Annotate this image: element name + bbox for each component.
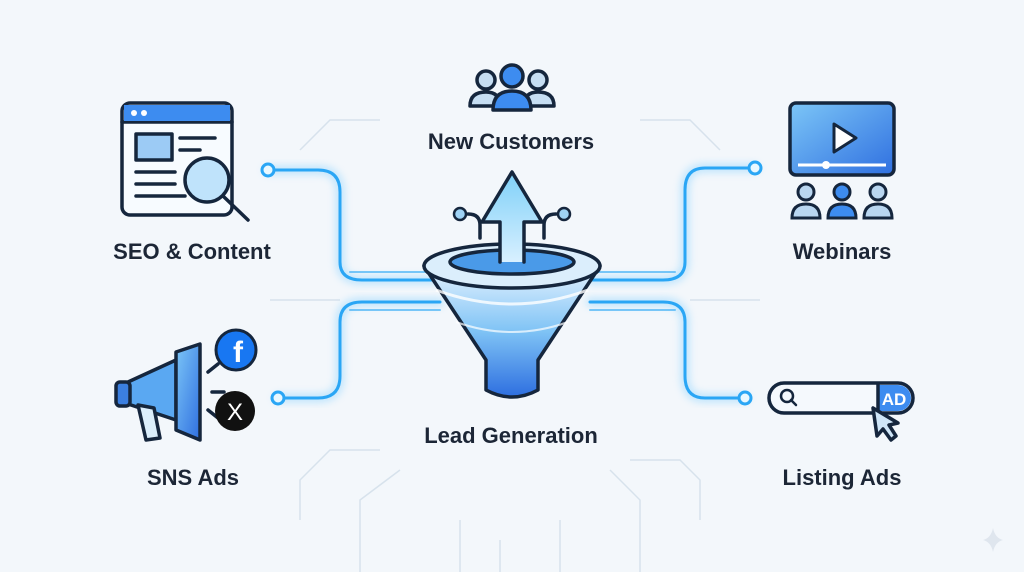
cursor-icon: [871, 406, 900, 442]
search-ad-icon: AD: [767, 381, 915, 442]
facebook-glyph: f: [233, 336, 244, 369]
sparkle-icon: [983, 528, 1003, 552]
center-label-lead-generation: Lead Generation: [424, 423, 598, 448]
x-glyph: X: [227, 399, 243, 426]
ad-badge: AD: [882, 390, 907, 409]
users-group-icon: [468, 63, 556, 112]
channel-label-sns-ads: SNS Ads: [147, 465, 239, 490]
top-label-new-customers: New Customers: [428, 129, 594, 154]
x-twitter-icon: X: [215, 391, 255, 431]
connector-lines: [260, 160, 763, 406]
webpage-search-icon: [120, 101, 250, 222]
background-circuit-traces: [270, 119, 760, 572]
channel-label-seo-content: SEO & Content: [113, 239, 271, 264]
channel-label-webinars: Webinars: [793, 239, 892, 264]
funnel-icon: [422, 170, 602, 399]
search-icon: [779, 388, 798, 407]
channel-label-listing-ads: Listing Ads: [783, 465, 902, 490]
facebook-icon: f: [214, 328, 258, 372]
megaphone-social-icon: f X: [114, 328, 258, 442]
connector-node-dots: [260, 160, 763, 406]
video-presentation-icon: [788, 101, 896, 220]
